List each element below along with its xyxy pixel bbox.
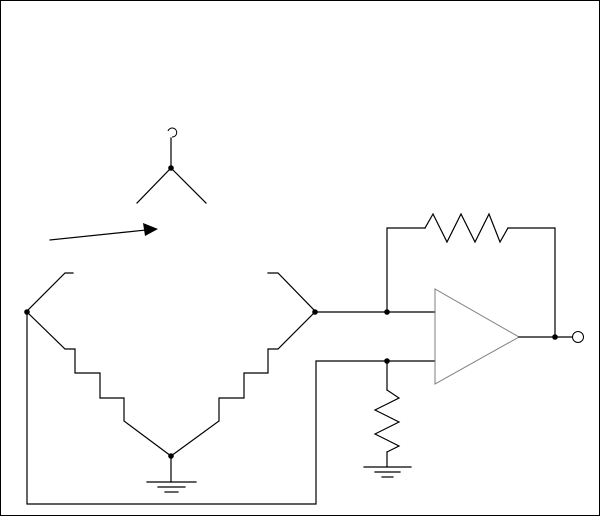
bridge-left-upper-arm: [26, 272, 74, 312]
top-terminal: [136, 127, 207, 204]
arrow-head: [143, 223, 158, 236]
bridge-ground: [146, 453, 197, 493]
input-resistor-branch: [363, 360, 412, 478]
feedback-resistor: [424, 212, 509, 244]
bridge-left-lower-resistor: [26, 311, 172, 457]
feedback-wire-left: [386, 227, 426, 313]
input-resistor-to-ground: [373, 389, 401, 453]
branch-right: [170, 167, 207, 204]
branch-left: [136, 167, 172, 204]
return-wire: [26, 311, 388, 505]
bridge-right-upper-arm: [267, 272, 316, 312]
output-terminal: [572, 331, 584, 343]
bridge-right-lower-resistor: [170, 311, 316, 457]
arrow-shaft: [49, 229, 147, 241]
output-node: [552, 334, 558, 340]
bridge-upper-arms: [24, 272, 318, 315]
terminal-circle: [167, 127, 178, 138]
op-amp: [434, 288, 521, 385]
direction-arrow: [49, 223, 158, 241]
feedback-wire-right: [507, 227, 556, 338]
feedback-path: [386, 212, 556, 338]
output: [518, 331, 584, 343]
